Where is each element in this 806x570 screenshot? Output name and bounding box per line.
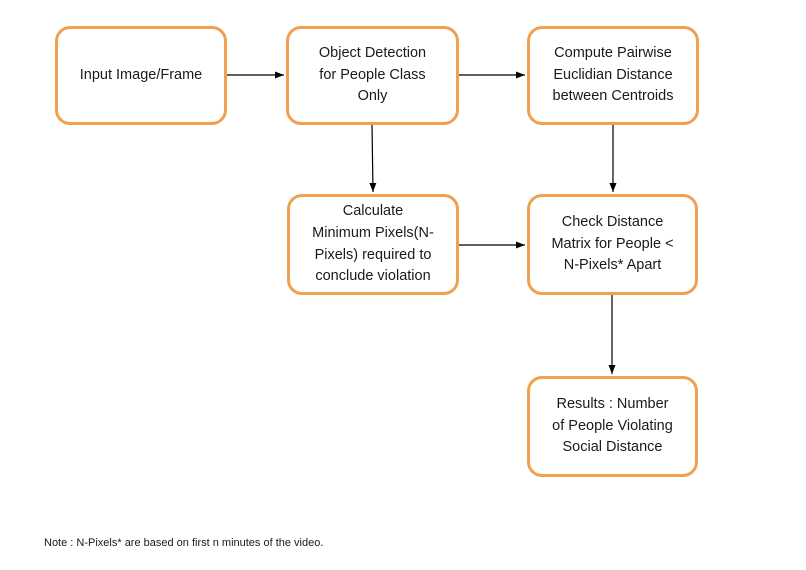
node-check-distance-matrix: Check Distance Matrix for People < N-Pix… [527, 194, 698, 295]
node-input-image: Input Image/Frame [55, 26, 227, 125]
node-calculate-min-pixels: Calculate Minimum Pixels(N- Pixels) requ… [287, 194, 459, 295]
node-compute-distance: Compute Pairwise Euclidian Distance betw… [527, 26, 699, 125]
node-object-detection: Object Detection for People Class Only [286, 26, 459, 125]
arrow-detect-to-calc [369, 124, 377, 193]
footnote: Note : N-Pixels* are based on first n mi… [44, 537, 324, 549]
node-results: Results : Number of People Violating Soc… [527, 376, 698, 477]
